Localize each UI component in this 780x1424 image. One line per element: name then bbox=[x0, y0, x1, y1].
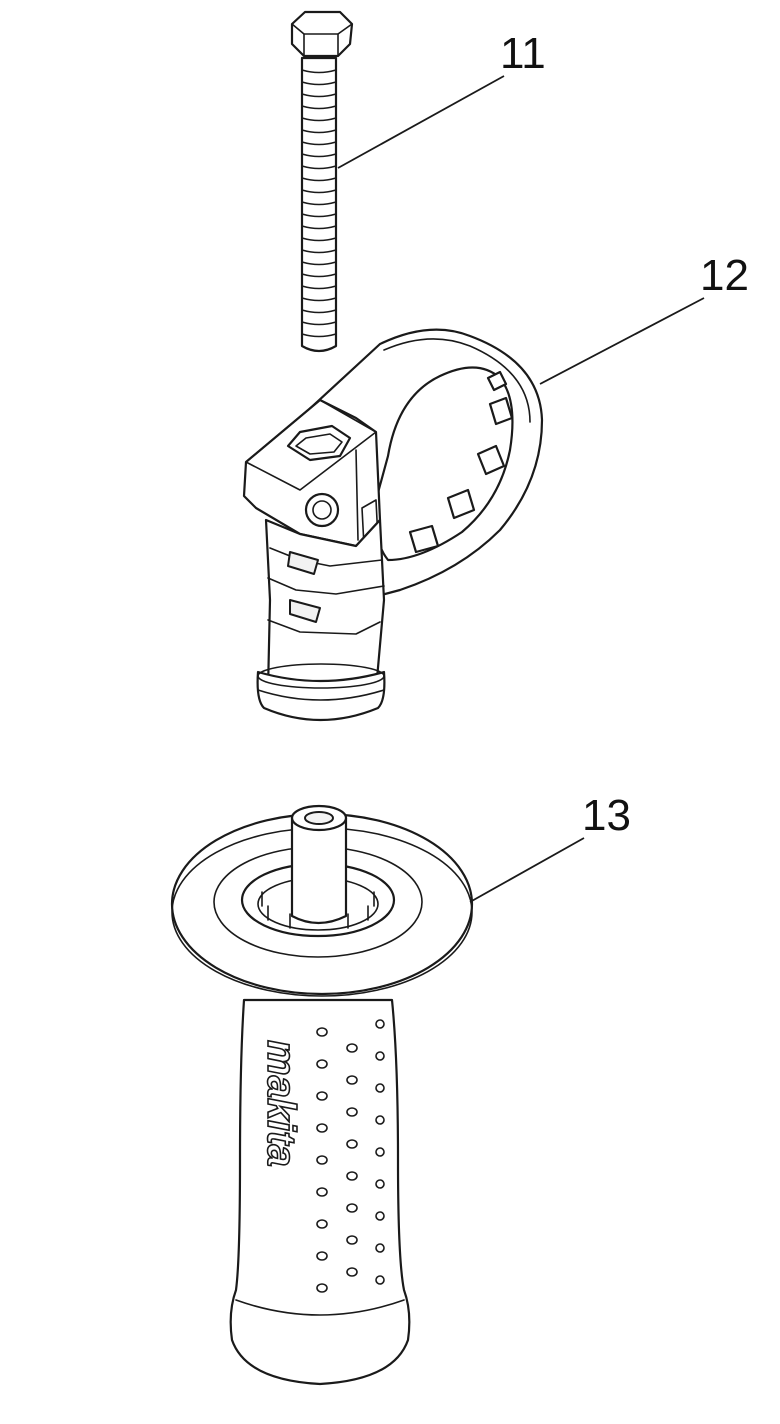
bolt-thread-line bbox=[301, 309, 337, 314]
bolt-thread-line bbox=[301, 141, 337, 146]
grip-dot bbox=[375, 1275, 385, 1285]
bolt-thread-line bbox=[301, 69, 337, 74]
clamp-slots bbox=[408, 370, 514, 554]
grip-dot-pattern bbox=[316, 1019, 385, 1293]
grip-dot bbox=[346, 1235, 358, 1245]
grip-dot bbox=[375, 1115, 385, 1125]
grip-dot bbox=[375, 1179, 385, 1189]
bolt-thread-line bbox=[301, 117, 337, 122]
callout-11-label: 11 bbox=[500, 29, 546, 78]
bolt-thread-line bbox=[301, 93, 337, 98]
bolt-thread-line bbox=[301, 237, 337, 242]
grip-dot bbox=[346, 1107, 358, 1117]
grip-dot bbox=[375, 1147, 385, 1157]
grip-dot bbox=[316, 1251, 328, 1261]
grip-dot bbox=[346, 1267, 358, 1277]
bolt-thread-line bbox=[301, 213, 337, 218]
bolt-thread-line bbox=[301, 321, 337, 326]
bolt-thread-line bbox=[301, 165, 337, 170]
callout-12-leader bbox=[539, 297, 705, 385]
callout-12-label: 12 bbox=[700, 251, 749, 300]
bolt-thread-line bbox=[301, 249, 337, 254]
grip-dot bbox=[375, 1083, 385, 1093]
callout-13-leader bbox=[469, 837, 585, 903]
bolt-thread-line bbox=[301, 189, 337, 194]
bolt-thread-line bbox=[301, 225, 337, 230]
bolt-thread-line bbox=[301, 153, 337, 158]
grip-dot bbox=[316, 1219, 328, 1229]
clamp-part bbox=[242, 328, 544, 722]
bolt-thread-line bbox=[301, 333, 337, 338]
grip-dot bbox=[346, 1171, 358, 1181]
grip-dot bbox=[375, 1019, 385, 1029]
grip-dot bbox=[346, 1075, 358, 1085]
grip-dot bbox=[316, 1187, 328, 1197]
callout-11-leader bbox=[337, 75, 505, 169]
grip-dot bbox=[346, 1139, 358, 1149]
grip-dot bbox=[316, 1155, 328, 1165]
bolt-thread-line bbox=[301, 285, 337, 290]
grip-dot bbox=[346, 1203, 358, 1213]
grip-dot bbox=[316, 1123, 328, 1133]
grip-dot bbox=[375, 1211, 385, 1221]
callout-13-label: 13 bbox=[582, 791, 631, 840]
grip-dot bbox=[346, 1043, 358, 1053]
grip-dot bbox=[375, 1051, 385, 1061]
bolt-thread-line bbox=[301, 81, 337, 86]
grip-brand-logo: makita bbox=[259, 1040, 303, 1167]
side-grip-part: makita bbox=[170, 804, 474, 1386]
grip-dot bbox=[316, 1027, 328, 1037]
bolt-thread-line bbox=[301, 129, 337, 134]
grip-dot bbox=[375, 1243, 385, 1253]
grip-dot bbox=[316, 1091, 328, 1101]
bolt-thread-line bbox=[301, 201, 337, 206]
bolt-thread-line bbox=[301, 297, 337, 302]
bolt-thread-line bbox=[301, 261, 337, 266]
bolt-part bbox=[290, 10, 354, 353]
bolt-thread-line bbox=[301, 273, 337, 278]
bolt-thread-line bbox=[301, 105, 337, 110]
grip-dot bbox=[316, 1059, 328, 1069]
bolt-thread-line bbox=[301, 177, 337, 182]
grip-dot bbox=[316, 1283, 328, 1293]
